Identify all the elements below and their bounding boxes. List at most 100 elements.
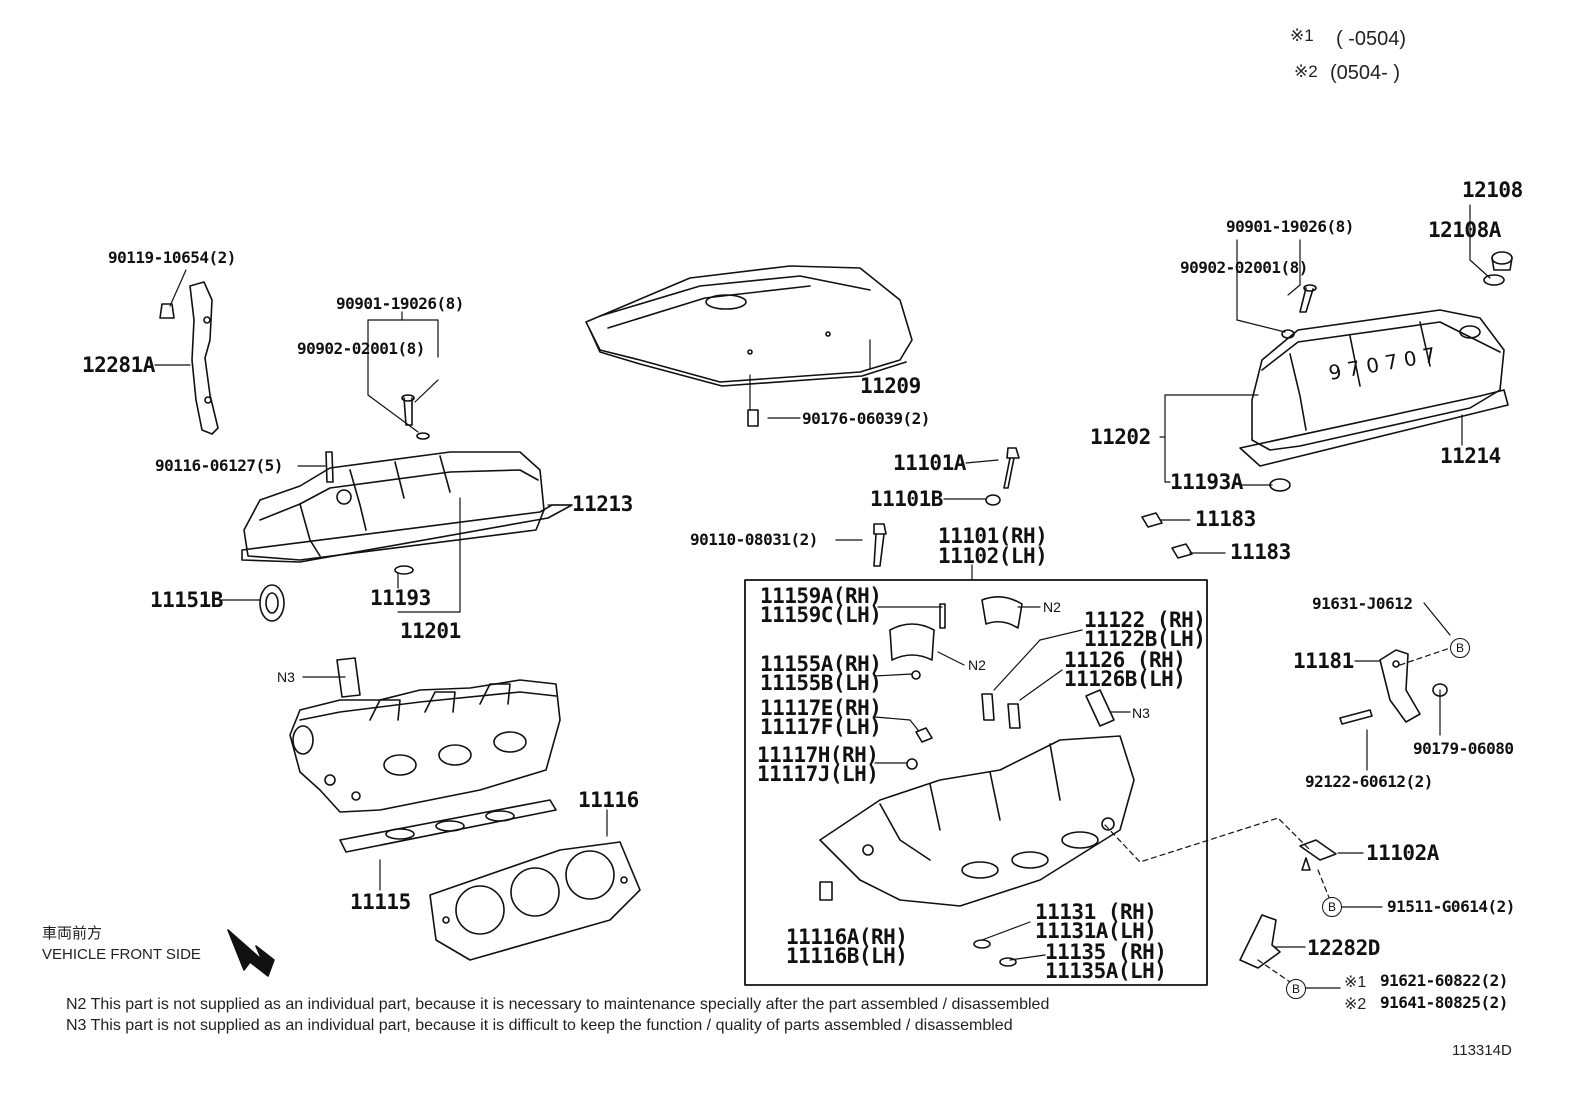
cylinder-head-cover-lh bbox=[241, 451, 573, 563]
legend-mark-2: ※2 bbox=[1294, 62, 1318, 81]
label-11131a-lh: 11131A(LH) bbox=[1035, 919, 1157, 943]
bracket-12281a bbox=[159, 281, 219, 435]
label-11155b: 11155B(LH) bbox=[760, 671, 882, 695]
diagram-id: 113314D bbox=[1452, 1042, 1512, 1059]
sensor-11102a bbox=[1299, 839, 1337, 871]
label-12108: 12108 bbox=[1462, 178, 1523, 202]
label-11155a: 11155A(RH) bbox=[760, 652, 882, 676]
vehicle-front-arrow bbox=[227, 929, 275, 977]
head-gasket-11116 bbox=[429, 841, 641, 961]
cylinder-head-cover-rh: 9 7 0 7 0 7 bbox=[1239, 309, 1509, 467]
plug-11183-lower bbox=[1171, 543, 1193, 559]
vehicle-front-jp: 車両前方 bbox=[42, 925, 103, 942]
gasket-11115 bbox=[339, 799, 557, 853]
engine-cover-11209 bbox=[585, 265, 913, 427]
label-11193: 11193 bbox=[370, 586, 431, 610]
label-91511-g0614: 91511-G0614(2) bbox=[1387, 897, 1515, 916]
bolt-90110 bbox=[873, 523, 887, 567]
callout-b-upper: B bbox=[1450, 638, 1470, 658]
label-11101b: 11101B bbox=[870, 487, 943, 511]
note-n3: N3 This part is not supplied as an indiv… bbox=[66, 1017, 1013, 1034]
label-11117f: 11117F(LH) bbox=[760, 715, 882, 739]
cylinder-head-rh bbox=[819, 735, 1135, 907]
legend-range-2: (0504- ) bbox=[1330, 62, 1401, 84]
mark-2: ※2 bbox=[1344, 996, 1367, 1013]
label-11181: 11181 bbox=[1293, 649, 1354, 673]
label-12108a: 12108A bbox=[1428, 218, 1501, 242]
label-11117j: 11117J(LH) bbox=[757, 762, 879, 786]
bolt-11101a bbox=[1003, 447, 1020, 489]
cylinder-head-sub-assy-box bbox=[744, 579, 1208, 986]
washer-11101b bbox=[985, 494, 1001, 506]
label-11117h: 11117H(RH) bbox=[757, 743, 879, 767]
oil-seal-11151b bbox=[259, 584, 285, 622]
box-parts bbox=[819, 596, 1115, 967]
label-91631-j0612: 91631-J0612 bbox=[1312, 594, 1413, 613]
label-11102-lh: 11102(LH) bbox=[938, 544, 1048, 568]
label-90176-06039: 90176-06039(2) bbox=[802, 409, 930, 428]
oil-filler-cap-12108 bbox=[1483, 251, 1513, 286]
label-90902-02001-right: 90902-02001(8) bbox=[1180, 258, 1308, 277]
bracket-12282d bbox=[1239, 914, 1281, 969]
svg-text:9 7 0 7 0 7: 9 7 0 7 0 7 bbox=[1327, 343, 1438, 385]
label-11122-rh: 11122 (RH) bbox=[1084, 608, 1206, 632]
label-11101-rh: 11101(RH) bbox=[938, 524, 1048, 548]
dashed-links bbox=[1104, 645, 1457, 983]
label-90119-10654: 90119-10654(2) bbox=[108, 248, 236, 267]
label-12281a: 12281A bbox=[82, 353, 155, 377]
label-11116: 11116 bbox=[578, 788, 639, 812]
plug-11183-upper bbox=[1141, 512, 1163, 528]
label-11122b-lh: 11122B(LH) bbox=[1084, 627, 1206, 651]
label-11151b: 11151B bbox=[150, 588, 223, 612]
label-11101a: 11101A bbox=[893, 451, 966, 475]
label-11213: 11213 bbox=[572, 492, 633, 516]
label-90901-19026-right: 90901-19026(8) bbox=[1226, 217, 1354, 236]
legend-range-1: ( -0504) bbox=[1336, 28, 1407, 50]
stud-90116 bbox=[325, 451, 334, 483]
label-11126-rh: 11126 (RH) bbox=[1064, 648, 1186, 672]
tag-n3-left: N3 bbox=[277, 669, 295, 685]
label-11193a: 11193A bbox=[1170, 470, 1243, 494]
tag-n2-upper: N2 bbox=[1043, 599, 1061, 615]
note-n2: N2 This part is not supplied as an indiv… bbox=[66, 996, 1050, 1013]
bolt-90901-right bbox=[1281, 284, 1317, 339]
label-11159a: 11159A(RH) bbox=[760, 584, 882, 608]
label-91641-80825: 91641-80825(2) bbox=[1380, 993, 1508, 1012]
leader-lines bbox=[154, 204, 1491, 989]
label-11209: 11209 bbox=[860, 374, 921, 398]
callout-b-middle: B bbox=[1322, 897, 1342, 917]
label-11214: 11214 bbox=[1440, 444, 1501, 468]
bolt-90901-left bbox=[401, 394, 430, 440]
gasket-11193 bbox=[394, 565, 414, 575]
label-11135-rh: 11135 (RH) bbox=[1045, 940, 1167, 964]
label-90901-19026-left: 90901-19026(8) bbox=[336, 294, 464, 313]
label-91621-60822: 91621-60822(2) bbox=[1380, 971, 1508, 990]
label-12282d: 12282D bbox=[1307, 936, 1380, 960]
vehicle-front-en: VEHICLE FRONT SIDE bbox=[42, 946, 201, 963]
label-11115: 11115 bbox=[350, 890, 411, 914]
label-11116b-lh: 11116B(LH) bbox=[786, 944, 908, 968]
label-90110-08031: 90110-08031(2) bbox=[690, 530, 818, 549]
label-90116-06127: 90116-06127(5) bbox=[155, 456, 283, 475]
label-11102a: 11102A bbox=[1366, 841, 1439, 865]
label-90179-06080: 90179-06080 bbox=[1413, 739, 1514, 758]
gasket-11193a bbox=[1269, 478, 1291, 492]
legend-mark-1: ※1 bbox=[1290, 26, 1314, 45]
label-11117e: 11117E(RH) bbox=[760, 696, 882, 720]
tag-n2-lower: N2 bbox=[968, 657, 986, 673]
label-11201: 11201 bbox=[400, 619, 461, 643]
cylinder-head-lh bbox=[289, 679, 561, 813]
label-11159c: 11159C(LH) bbox=[760, 603, 882, 627]
bracket-11181 bbox=[1339, 649, 1448, 725]
label-11202: 11202 bbox=[1090, 425, 1151, 449]
label-11131-rh: 11131 (RH) bbox=[1035, 900, 1157, 924]
label-11126b-lh: 11126B(LH) bbox=[1064, 667, 1186, 691]
label-11183-upper: 11183 bbox=[1195, 507, 1256, 531]
label-90902-02001-left: 90902-02001(8) bbox=[297, 339, 425, 358]
label-11183-lower: 11183 bbox=[1230, 540, 1291, 564]
label-92122-60612: 92122-60612(2) bbox=[1305, 772, 1433, 791]
callout-b-lower: B bbox=[1286, 979, 1306, 999]
mark-1: ※1 bbox=[1344, 974, 1367, 991]
label-11116a-rh: 11116A(RH) bbox=[786, 925, 908, 949]
